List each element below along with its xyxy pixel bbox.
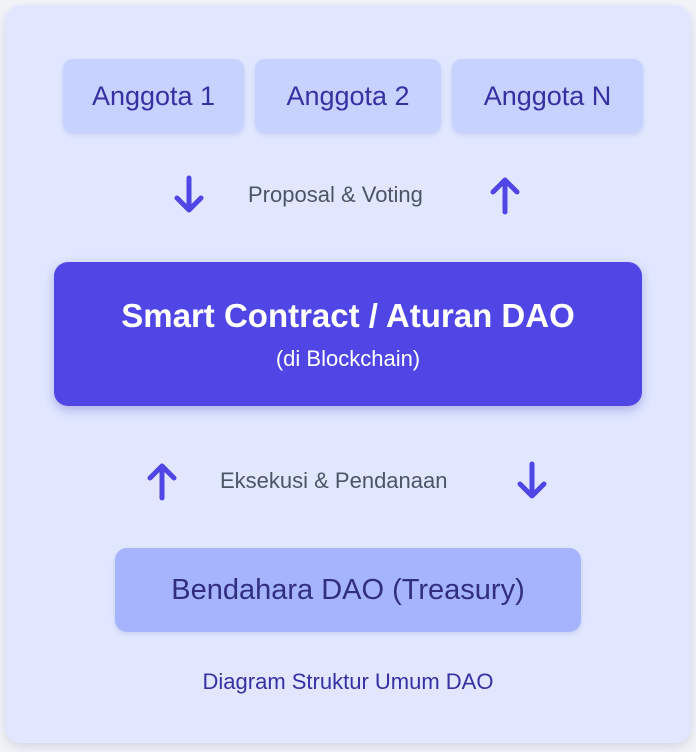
smart-contract-subtitle: (di Blockchain) [275,346,421,371]
treasury-node: Bendahara DAO (Treasury) [115,548,581,632]
member-label: Anggota N [483,80,612,111]
treasury-label: Bendahara DAO (Treasury) [171,573,525,606]
smart-contract-node: Smart Contract / Aturan DAO (di Blockcha… [54,262,642,406]
member-node-1: Anggota 1 [63,59,244,133]
diagram-caption: Diagram Struktur Umum DAO [202,669,494,694]
member-node-n: Anggota N [452,59,643,133]
member-label: Anggota 2 [286,80,410,111]
arrow-up-icon [490,177,520,215]
arrow-down-icon [174,175,204,213]
arrow-down-icon [517,461,547,499]
arrow-up-icon [147,463,177,501]
member-node-2: Anggota 2 [255,59,441,133]
execution-funding-label: Eksekusi & Pendanaan [220,468,448,493]
smart-contract-title: Smart Contract / Aturan DAO [121,297,575,334]
proposal-voting-label: Proposal & Voting [248,182,423,207]
member-label: Anggota 1 [91,80,216,111]
